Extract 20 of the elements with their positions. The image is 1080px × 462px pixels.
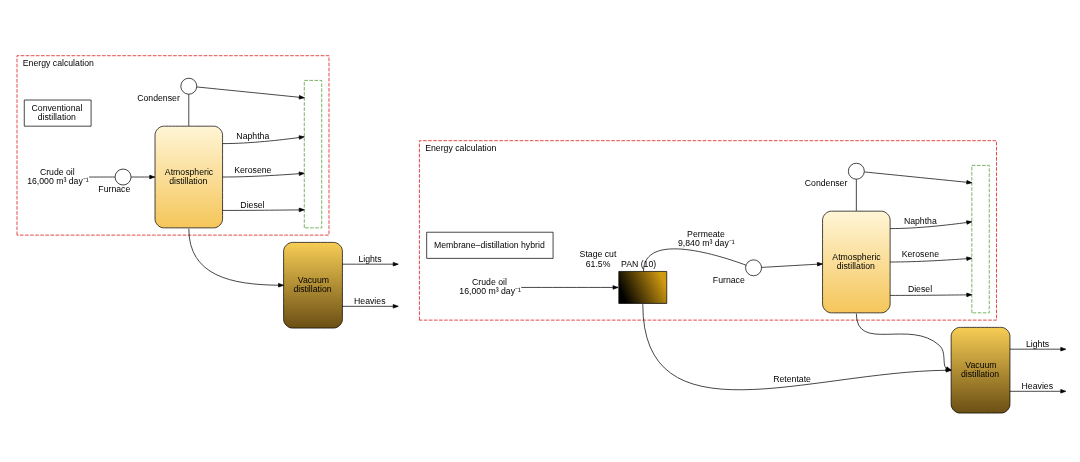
node-text: Crude oil 16,000 m³ day⁻¹ [459, 276, 521, 296]
node-label: Stage cut 61.5% [579, 248, 617, 269]
edge-label: Kerosene [901, 248, 939, 259]
edge-label: Lights [1025, 338, 1050, 349]
node-label: Furnace [712, 274, 745, 285]
edge-label: Heavies [1021, 380, 1054, 391]
edge-label: Diesel [240, 199, 265, 210]
edge-label: Retentate [773, 373, 811, 384]
node-label: Condenser [137, 92, 180, 103]
edge-label: Lights [358, 253, 382, 264]
edge-label: Heavies [354, 295, 386, 306]
edge-label: Permeate 9,840 m³ day⁻¹ [678, 228, 735, 248]
edge-label: Diesel [907, 283, 933, 294]
node-text: Crude oil 16,000 m³ day⁻¹ [27, 166, 89, 186]
edge-label: Naphtha [236, 130, 270, 141]
node-label: Condenser [804, 177, 848, 188]
edge-label: Kerosene [234, 164, 272, 175]
node-label: Furnace [98, 183, 131, 194]
edge-label: Naphtha [903, 215, 937, 226]
node-label: PAN (10) [620, 258, 657, 269]
